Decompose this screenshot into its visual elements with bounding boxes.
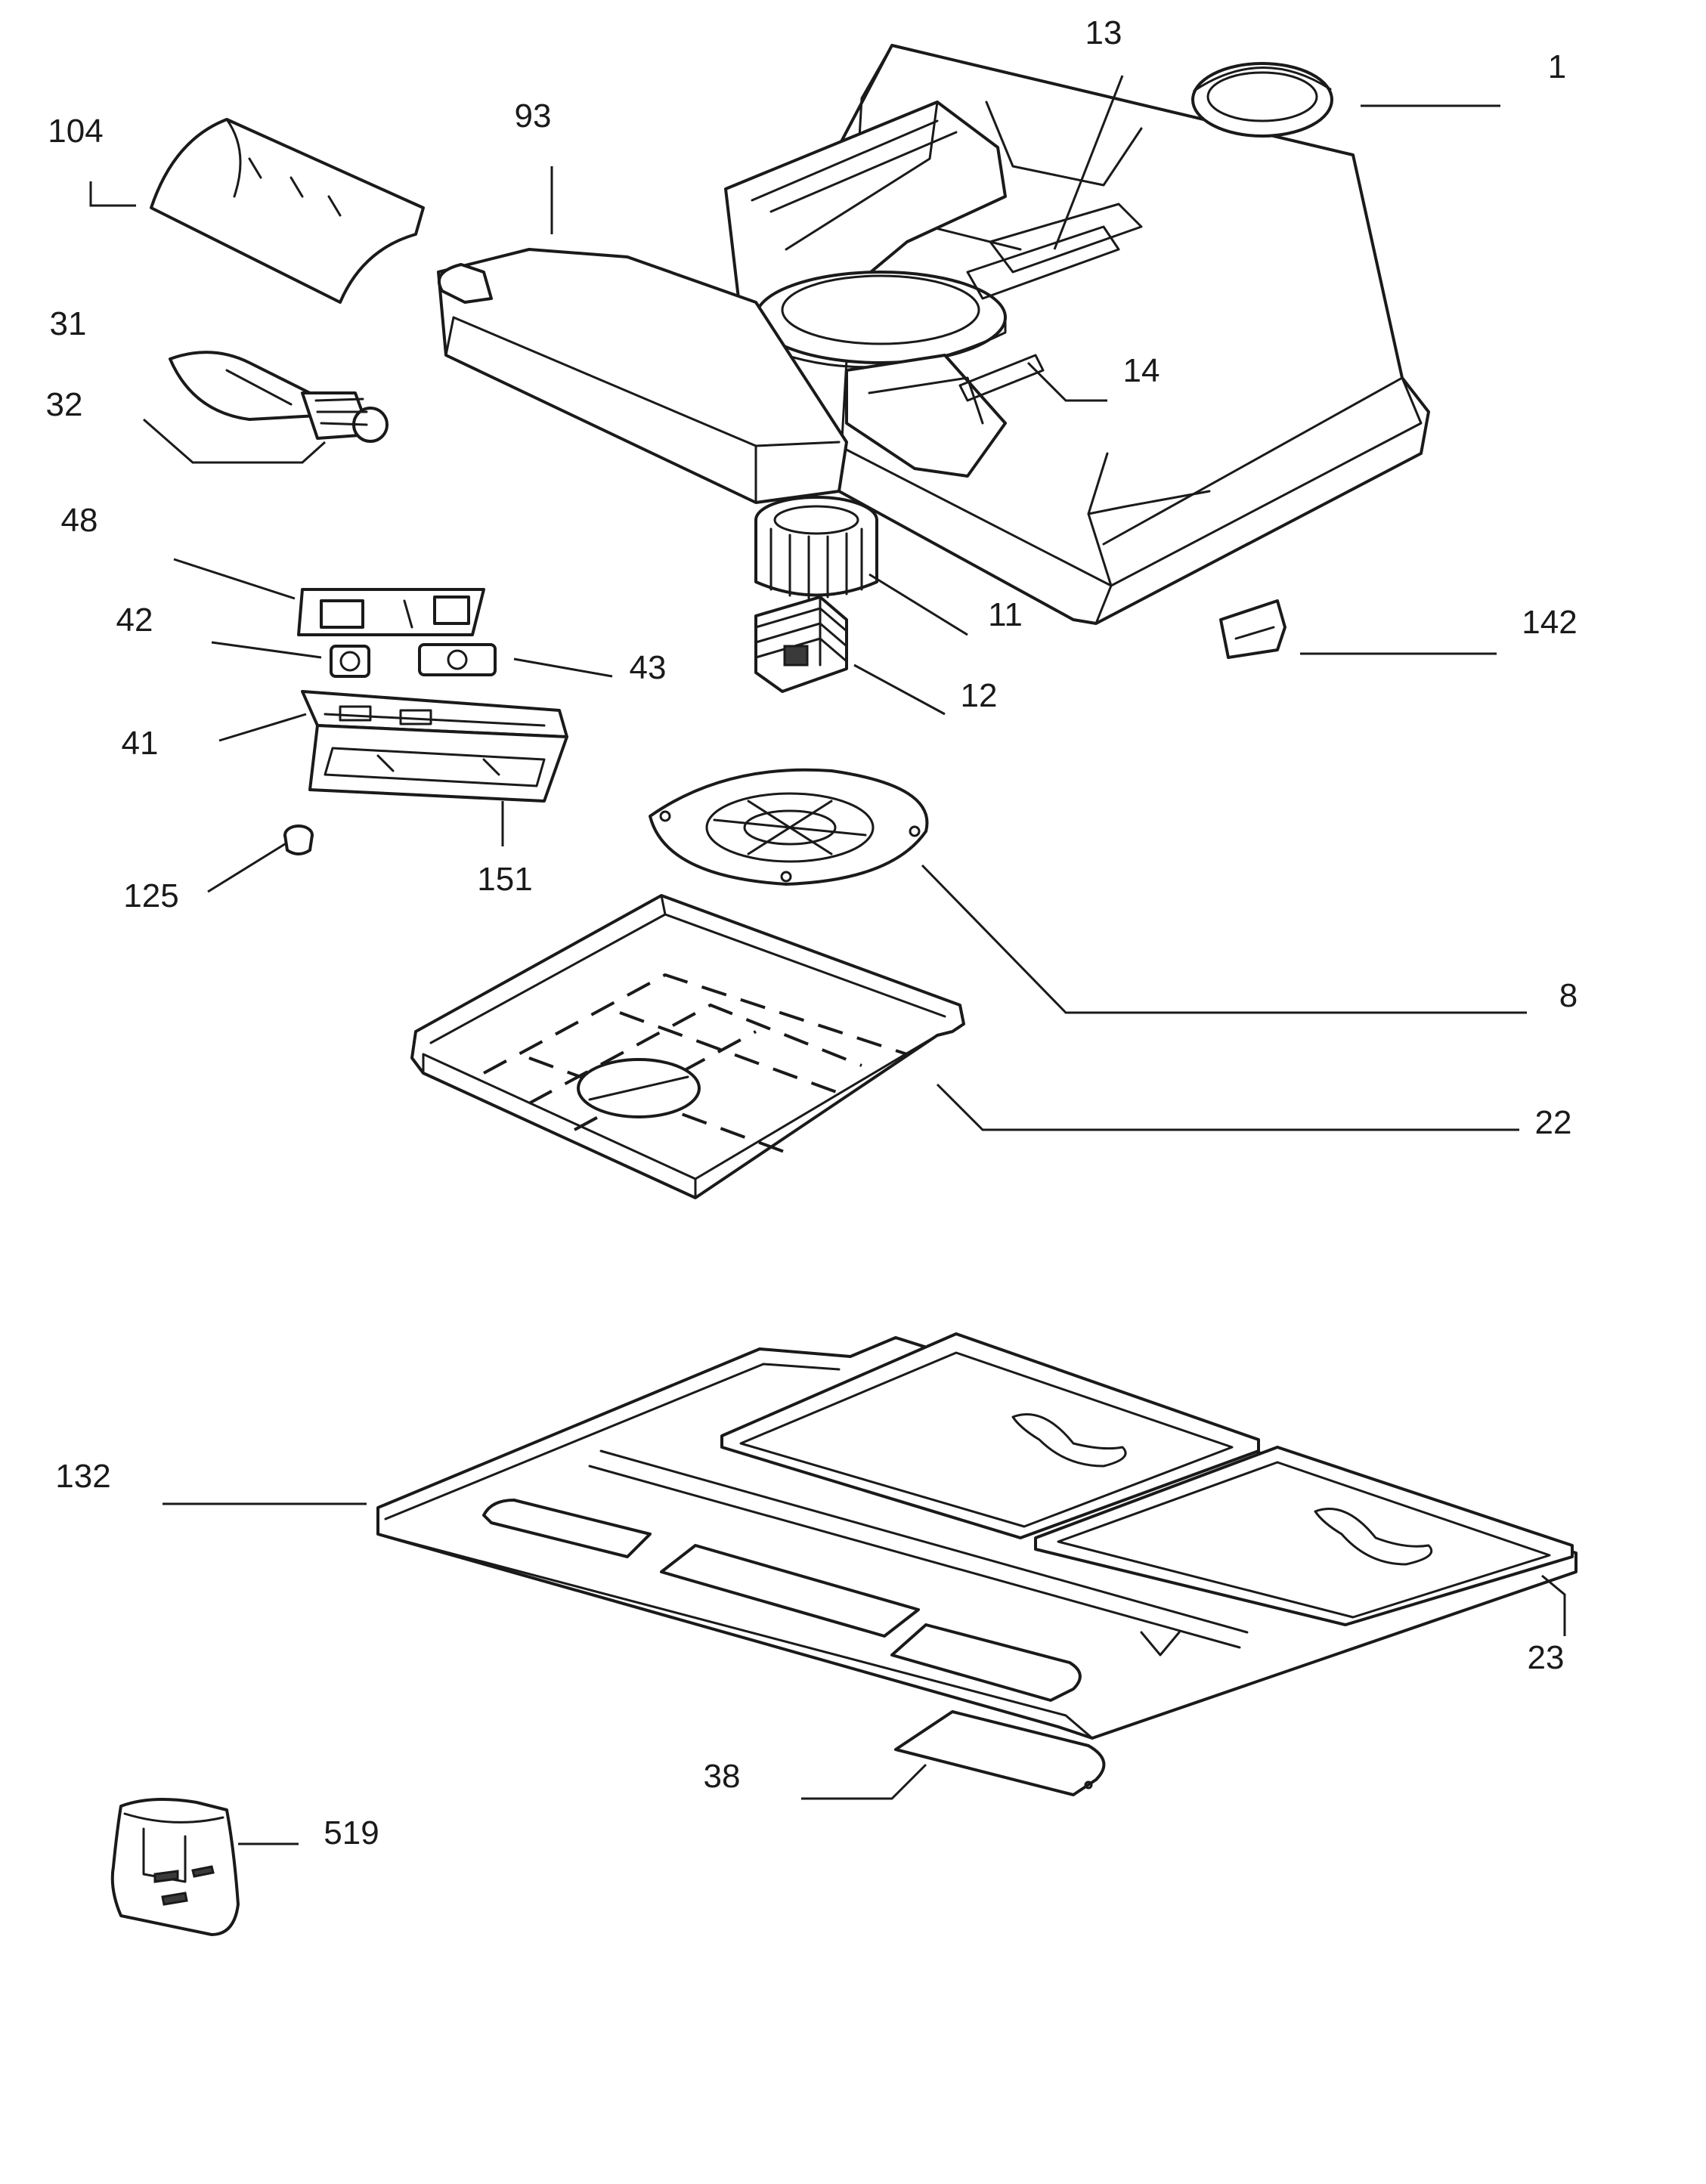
blower-wheel-11 [754,496,878,600]
bulb-31 [169,351,319,421]
callout-38: 38 [704,1758,741,1795]
callout-32: 32 [46,386,83,423]
callout-1: 1 [1548,48,1566,85]
leader-lines [89,75,1566,1845]
control-box-151 [308,724,568,803]
callout-104: 104 [48,113,103,150]
leader-22 [936,1083,1519,1131]
callout-93: 93 [515,97,552,135]
callout-8: 8 [1559,977,1578,1014]
leader-125 [207,841,288,893]
mounting-plate-8 [649,768,929,886]
callout-13: 13 [1085,14,1122,51]
clip-142 [1219,599,1286,659]
leader-48 [173,558,296,600]
hardware-bag-519 [110,1798,240,1936]
plug-125 [283,824,314,855]
leader-14 [1026,361,1107,402]
socket-32 [301,391,389,443]
callout-142: 142 [1522,604,1577,641]
bottom-panel-132 [376,1336,1578,1740]
callout-41: 41 [122,725,159,762]
grease-filter-left-23 [720,1332,1260,1539]
callout-labels: 13 1 104 93 31 32 14 48 42 43 41 11 12 1… [46,14,1578,1851]
callout-11: 11 [988,596,1023,633]
callout-23: 23 [1528,1639,1565,1676]
collar-ring-1 [1191,62,1333,138]
callout-125: 125 [123,877,178,914]
callout-12: 12 [961,677,998,714]
motor-12 [754,595,848,693]
callout-519: 519 [324,1814,379,1851]
leader-11 [868,573,968,636]
leader-8 [921,864,1527,1014]
grease-filter-right-23 [1034,1446,1574,1626]
callout-31: 31 [50,305,87,342]
light-housing-93 [437,248,848,504]
knob-43 [418,643,497,676]
leader-104 [89,181,136,207]
leader-43 [513,657,613,678]
leader-32 [143,418,327,464]
leader-42 [211,641,322,659]
leader-12 [853,664,946,716]
filter-tray-22 [410,894,965,1199]
callout-132: 132 [55,1458,110,1495]
leader-13 [1053,75,1124,250]
lens-38 [894,1710,1106,1796]
switch-board-48 [297,588,485,636]
knob-42 [330,645,370,678]
callout-151: 151 [477,861,532,898]
leader-38 [801,1763,927,1800]
light-cover-104 [150,118,425,304]
leader-41 [218,713,307,742]
leader-23 [1541,1574,1566,1636]
callout-48: 48 [61,502,98,539]
callout-14: 14 [1123,352,1160,389]
callout-42: 42 [116,602,153,639]
callout-22: 22 [1535,1104,1572,1141]
callout-43: 43 [630,649,667,686]
